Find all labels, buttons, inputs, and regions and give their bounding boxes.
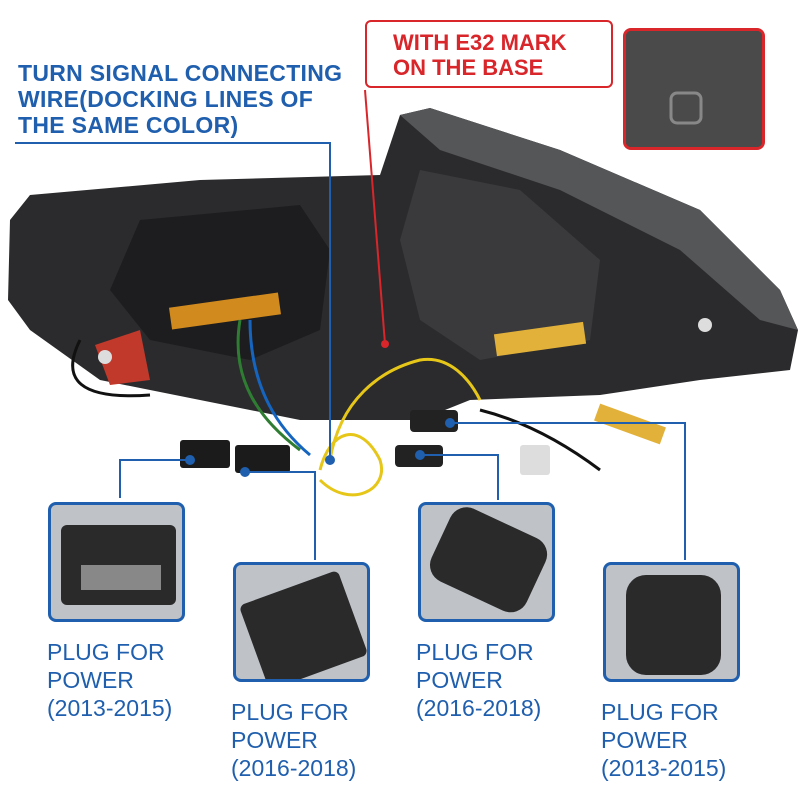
annotation-line: WIRE(DOCKING LINES OF bbox=[18, 86, 314, 112]
plug-closeup-4 bbox=[603, 562, 740, 682]
plug-label-line: PLUG FOR bbox=[416, 639, 534, 665]
plug-label-years: (2013-2015) bbox=[47, 695, 173, 721]
plug-label-1: PLUG FOR POWER (2013-2015) bbox=[47, 638, 172, 722]
callout-lines bbox=[15, 142, 686, 560]
annotation-line: ON THE BASE bbox=[393, 55, 544, 80]
e32-callout-line bbox=[364, 89, 386, 345]
plug-label-line: PLUG FOR bbox=[231, 699, 349, 725]
plug-label-3: PLUG FOR POWER (2016-2018) bbox=[416, 638, 541, 722]
plug-label-line: POWER bbox=[601, 727, 688, 753]
annotation-line: TURN SIGNAL CONNECTING bbox=[18, 60, 343, 86]
plug-label-line: PLUG FOR bbox=[47, 639, 165, 665]
turn-signal-annotation: TURN SIGNAL CONNECTING WIRE(DOCKING LINE… bbox=[18, 60, 342, 138]
plug-label-2: PLUG FOR POWER (2016-2018) bbox=[231, 698, 356, 782]
e32-mark-annotation: WITH E32 MARK ON THE BASE bbox=[365, 20, 613, 88]
plug-label-4: PLUG FOR POWER (2013-2015) bbox=[601, 698, 726, 782]
wiring-harness bbox=[71, 319, 601, 497]
plug-label-years: (2013-2015) bbox=[601, 755, 727, 781]
plug-label-years: (2016-2018) bbox=[416, 695, 542, 721]
annotation-line: THE SAME COLOR) bbox=[18, 112, 239, 138]
plug-label-years: (2016-2018) bbox=[231, 755, 357, 781]
plug-label-line: POWER bbox=[47, 667, 134, 693]
tail-light-housing bbox=[8, 108, 798, 445]
plug-closeup-1 bbox=[48, 502, 185, 622]
plug-label-line: PLUG FOR bbox=[601, 699, 719, 725]
plug-label-line: POWER bbox=[416, 667, 503, 693]
e32-mark-closeup bbox=[623, 28, 765, 150]
plug-label-line: POWER bbox=[231, 727, 318, 753]
annotation-line: WITH E32 MARK bbox=[393, 30, 567, 55]
plug-closeup-3 bbox=[418, 502, 555, 622]
plug-closeup-2 bbox=[233, 562, 370, 682]
